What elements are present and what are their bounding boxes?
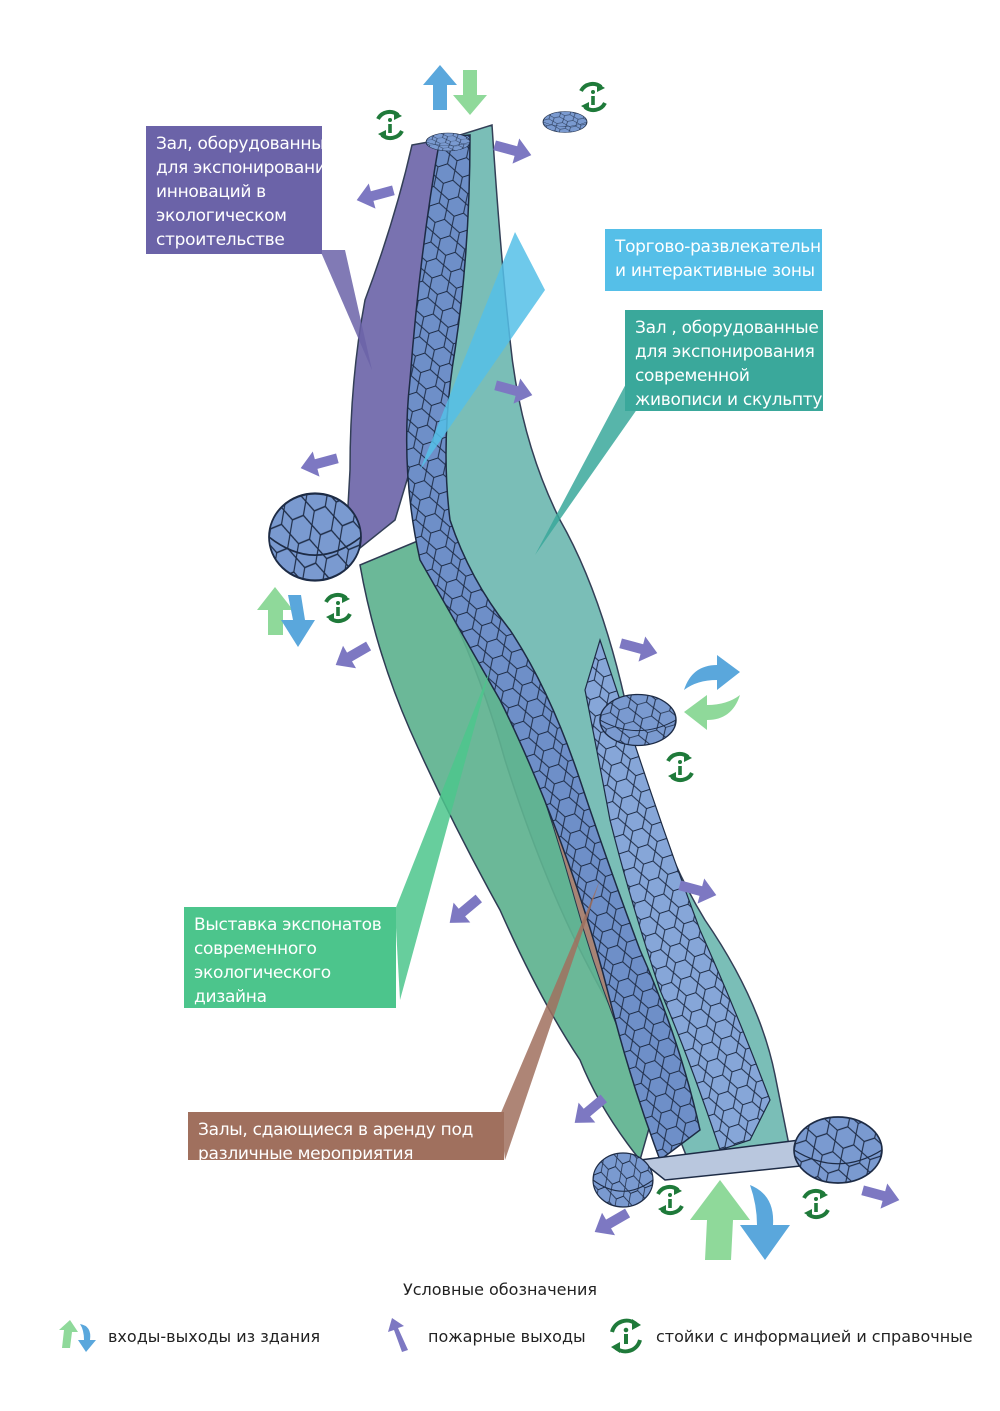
hex-facade-pattern bbox=[406, 135, 700, 1160]
dome-mid-left bbox=[267, 492, 363, 582]
legend-label: пожарные выходы bbox=[428, 1326, 586, 1346]
label-line: строительстве bbox=[156, 230, 285, 250]
info-stand-icon bbox=[376, 109, 404, 141]
fire-exit-icon bbox=[388, 1318, 408, 1352]
legend-label: стойки с информацией и справочные bbox=[656, 1326, 973, 1346]
fire-exit-arrow bbox=[859, 1177, 903, 1213]
fire-exit-arrow bbox=[617, 630, 661, 666]
leader-trade-zones bbox=[420, 232, 545, 470]
label-line: для экспонирования bbox=[635, 342, 815, 362]
label-line: Выставка экспонатов bbox=[194, 915, 382, 935]
entrance-exit-icon bbox=[59, 1320, 96, 1352]
dome-top-right bbox=[542, 111, 588, 133]
info-stand-icon bbox=[579, 81, 607, 113]
entrance-exit-icon bbox=[684, 655, 740, 730]
leader-design bbox=[395, 670, 490, 1000]
info-stand-icon bbox=[666, 751, 694, 783]
legend-item-info-stand: стойки с информацией и справочные bbox=[606, 1318, 973, 1354]
entrance-exit-icon bbox=[257, 587, 315, 647]
leader-painting-hall bbox=[535, 380, 640, 555]
fire-exit-arrow bbox=[588, 1201, 635, 1244]
label-eco-hall: Зал, оборудованный для экспонирования ин… bbox=[146, 126, 336, 254]
label-line: современной bbox=[635, 366, 750, 386]
label-rental-halls: Залы, сдающиеся в аренду под различные м… bbox=[188, 1112, 504, 1164]
fire-exit-arrow bbox=[353, 177, 397, 213]
label-painting-hall: Зал , оборудованные для экспонирования с… bbox=[625, 310, 846, 411]
fire-exit-arrow bbox=[329, 634, 376, 677]
legend-title: Условные обозначения bbox=[402, 1280, 597, 1299]
label-line: различные мероприятия bbox=[198, 1144, 414, 1164]
dome-bottom-left bbox=[592, 1152, 654, 1208]
info-stand-icon bbox=[610, 1318, 642, 1354]
fire-exit-arrow bbox=[297, 445, 341, 481]
label-trade-zones: Торгово-развлекательные и интерактивные … bbox=[605, 229, 845, 291]
label-line: современного bbox=[194, 939, 317, 959]
label-line: и интерактивные зоны bbox=[615, 261, 815, 281]
dome-top bbox=[425, 132, 471, 152]
label-line: экологического bbox=[194, 963, 331, 983]
legend-item-entrance: входы-выходы из здания bbox=[58, 1318, 320, 1354]
label-line: Зал , оборудованные bbox=[635, 318, 819, 338]
info-stand-icon bbox=[324, 592, 352, 624]
dome-mid-right bbox=[599, 693, 677, 747]
label-design-exhibition: Выставка экспонатов современного экологи… bbox=[184, 907, 396, 1008]
legend-item-fire-exit: пожарные выходы bbox=[378, 1318, 586, 1354]
label-line: дизайна bbox=[194, 987, 267, 1007]
label-line: инноваций в bbox=[156, 182, 266, 202]
leader-rental bbox=[500, 880, 600, 1160]
label-line: Торгово-развлекательные bbox=[615, 237, 845, 257]
fire-exit-arrow bbox=[491, 132, 535, 168]
label-line: Залы, сдающиеся в аренду под bbox=[198, 1120, 474, 1140]
legend-label: входы-выходы из здания bbox=[108, 1326, 321, 1346]
label-line: для экспонирования bbox=[156, 158, 336, 178]
info-stand-icon bbox=[802, 1188, 830, 1220]
entrance-exit-icon bbox=[690, 1180, 790, 1260]
label-line: живописи и скульптуры bbox=[635, 390, 846, 410]
label-line: Зал, оборудованный bbox=[156, 134, 336, 154]
building-body bbox=[344, 123, 812, 1181]
entrance-exit-icon bbox=[423, 65, 487, 115]
leader-eco-hall bbox=[320, 250, 372, 370]
dome-bottom-right bbox=[793, 1116, 883, 1184]
fire-exit-arrow bbox=[441, 888, 488, 933]
info-stand-icon bbox=[656, 1184, 684, 1216]
label-line: экологическом bbox=[156, 206, 287, 226]
